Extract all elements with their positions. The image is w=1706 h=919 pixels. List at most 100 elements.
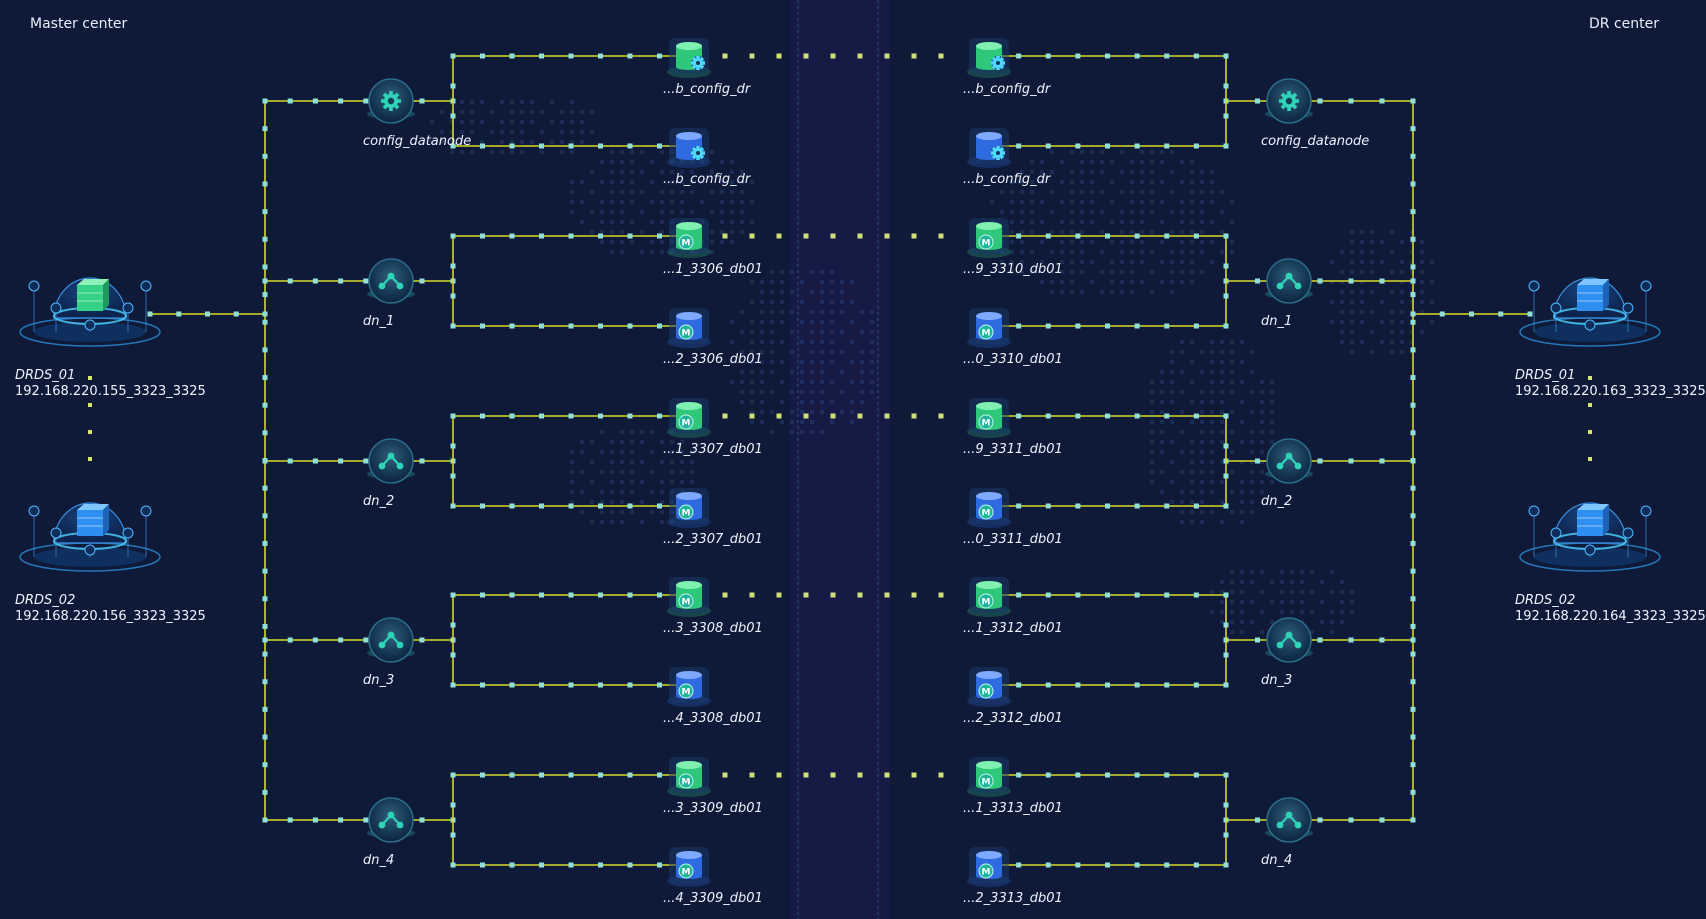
master-trunk-link-dot — [262, 430, 268, 436]
dr-trunk-link-dot — [1410, 623, 1416, 629]
master-node-4[interactable] — [367, 797, 415, 843]
dr-trunk-link-dot — [1410, 762, 1416, 768]
master-db-4-1[interactable]: M — [667, 847, 711, 887]
master-db-1-1-link-dot — [450, 323, 456, 329]
satellite-icon — [50, 527, 62, 539]
master-drds-0[interactable] — [19, 277, 161, 347]
dr-trunk-link-dot — [1410, 153, 1416, 159]
dr-db-2-1-link-dot — [1223, 503, 1229, 509]
dr-db-1-0-link-dot — [1134, 233, 1140, 239]
master-db-0-1-link-dot — [509, 143, 515, 149]
master-group-0-link-dot — [287, 98, 293, 104]
dr-db-4-1[interactable]: M — [967, 847, 1011, 887]
dr-drds-0-ip: 192.168.220.163_3323_3325 — [1515, 384, 1706, 399]
replication-dot — [776, 233, 782, 239]
dr-node-2-label: dn_2 — [1261, 494, 1293, 509]
replication-dot — [938, 413, 944, 419]
replication-dot — [857, 592, 863, 598]
master-drds-1-name: DRDS_02 — [15, 593, 76, 608]
dr-db-3-1-link-dot — [1045, 682, 1051, 688]
dr-trunk-link-dot — [1410, 319, 1416, 325]
master-db-0-1[interactable] — [667, 128, 711, 168]
dr-trunk-link-dot — [1410, 375, 1416, 381]
dr-node-0[interactable] — [1265, 78, 1313, 124]
master-db-2-1-label: ...2_3307_db01 — [663, 532, 763, 547]
dr-db-3-1-link-dot — [1223, 682, 1229, 688]
master-db-1-0[interactable]: M — [667, 218, 711, 258]
dr-db-0-0[interactable] — [967, 38, 1011, 78]
master-db-2-0[interactable]: M — [667, 398, 711, 438]
gear-glyph — [991, 56, 1005, 70]
dr-drds-0[interactable] — [1519, 277, 1661, 347]
master-badge-icon — [978, 683, 994, 699]
dr-db-4-0[interactable]: M — [967, 757, 1011, 797]
replication-dot — [722, 53, 728, 59]
dr-trunk-link-dot — [1410, 734, 1416, 740]
dr-group-1-link-dot — [1348, 278, 1354, 284]
dr-group-1-vbranch-dot — [1223, 263, 1229, 269]
dr-drds-link-dot — [1410, 311, 1416, 317]
dr-group-2-link-dot — [1348, 458, 1354, 464]
master-node-2[interactable] — [367, 438, 415, 484]
master-db-1-0-link-dot — [657, 233, 662, 239]
master-db-4-0[interactable]: M — [667, 757, 711, 797]
master-db-3-0[interactable]: M — [667, 577, 711, 617]
master-group-3-link-dot — [287, 637, 293, 643]
dr-db-3-0[interactable]: M — [967, 577, 1011, 617]
master-trunk-link-dot — [262, 347, 268, 353]
dr-drds-1[interactable] — [1519, 502, 1661, 572]
master-db-3-1[interactable]: M — [667, 667, 711, 707]
master-db-0-0-link-dot — [450, 53, 456, 59]
share-icon — [378, 631, 404, 649]
master-node-0[interactable] — [367, 78, 415, 124]
master-drds-1[interactable] — [19, 502, 161, 572]
dr-db-2-0[interactable]: M — [967, 398, 1011, 438]
dr-db-0-1[interactable] — [967, 128, 1011, 168]
master-db-1-1-link-dot — [657, 323, 662, 329]
master-db-3-0-label: ...3_3308_db01 — [663, 621, 763, 636]
dr-db-2-0-link-dot — [1164, 413, 1170, 419]
master-group-1-branch-dot — [419, 278, 425, 284]
master-db-0-0[interactable] — [667, 38, 711, 78]
replication-dot — [830, 772, 836, 778]
dr-db-1-0[interactable]: M — [967, 218, 1011, 258]
master-db-0-0-label: ...b_config_dr — [663, 82, 751, 97]
dr-node-3[interactable] — [1265, 617, 1313, 663]
master-drds-0-name: DRDS_01 — [15, 368, 76, 383]
dr-db-1-0-link-dot — [1045, 233, 1051, 239]
replication-dot — [911, 592, 917, 598]
dr-db-4-1-link-dot — [1134, 862, 1140, 868]
satellite-icon — [1622, 527, 1634, 539]
dr-group-0-link-dot — [1379, 98, 1385, 104]
dr-drds-link-dot — [1527, 311, 1533, 317]
dr-node-2[interactable] — [1265, 438, 1313, 484]
dr-trunk-link-dot — [1410, 513, 1416, 519]
dr-node-4[interactable] — [1265, 797, 1313, 843]
gear-glyph — [381, 91, 401, 111]
server-icon — [77, 504, 109, 536]
master-node-3[interactable] — [367, 617, 415, 663]
master-db-1-1[interactable]: M — [667, 308, 711, 348]
master-badge-letter: M — [682, 868, 691, 878]
master-trunk-link-dot — [262, 513, 268, 519]
dr-db-4-0-link-dot — [1193, 772, 1199, 778]
dr-group-2-link-dot — [1317, 458, 1323, 464]
master-db-2-1[interactable]: M — [667, 488, 711, 528]
master-node-1[interactable] — [367, 258, 415, 304]
dr-db-2-1-link-dot — [1193, 503, 1199, 509]
master-db-3-0-link-dot — [627, 592, 633, 598]
dr-node-0-label: config_datanode — [1261, 134, 1370, 149]
master-center-title: Master center — [30, 16, 128, 32]
dr-db-1-1[interactable]: M — [967, 308, 1011, 348]
master-badge-letter: M — [982, 329, 991, 339]
dr-db-1-0-link-dot — [1164, 233, 1170, 239]
master-db-3-0-link-dot — [568, 592, 574, 598]
dr-node-1[interactable] — [1265, 258, 1313, 304]
master-db-3-0-link-dot — [450, 592, 456, 598]
dr-db-0-1-link-dot — [1075, 143, 1081, 149]
dr-db-3-1[interactable]: M — [967, 667, 1011, 707]
master-drds-0-ip: 192.168.220.155_3323_3325 — [15, 384, 206, 399]
dr-db-2-1[interactable]: M — [967, 488, 1011, 528]
dr-db-4-0-link-dot — [1075, 772, 1081, 778]
dr-drds-1-ip: 192.168.220.164_3323_3325 — [1515, 609, 1706, 624]
